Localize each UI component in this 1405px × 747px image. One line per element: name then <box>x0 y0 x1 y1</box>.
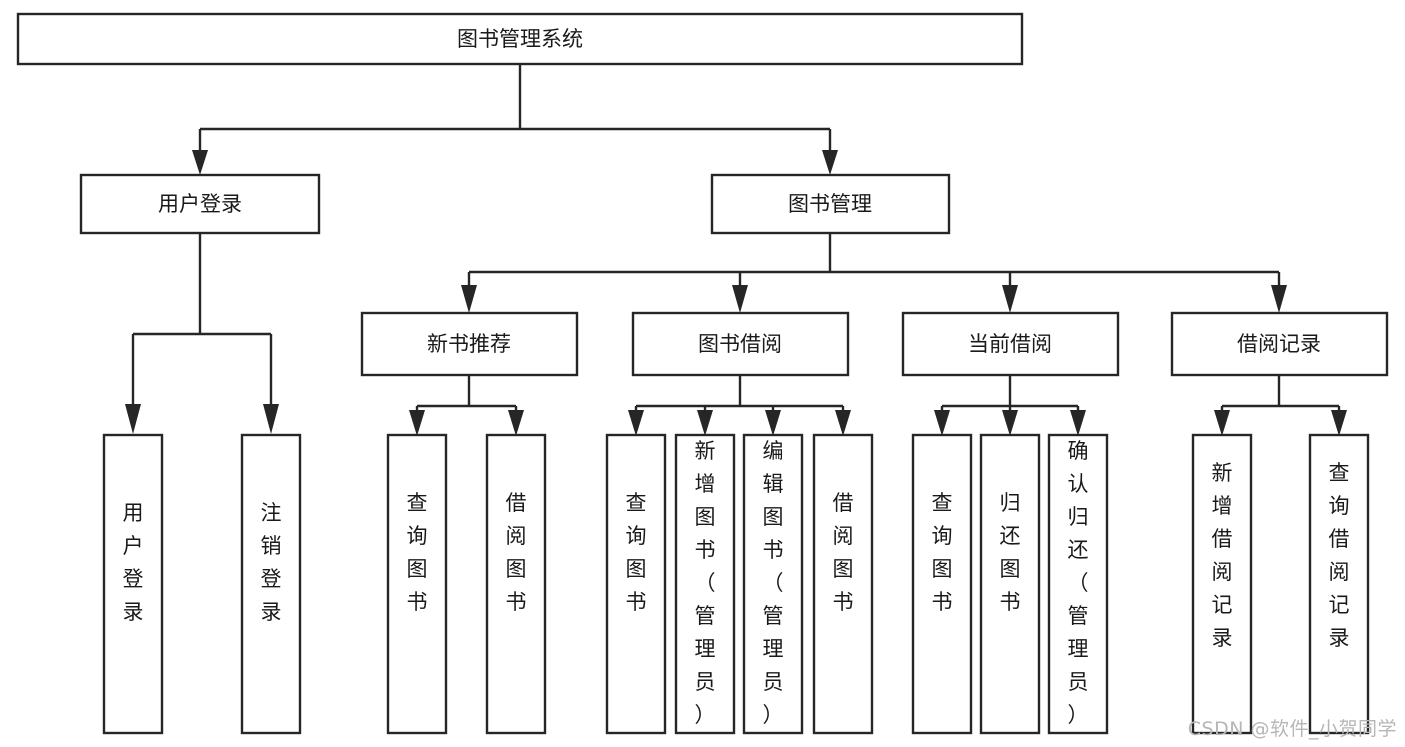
leaf-borrow-borrow-book-box[interactable] <box>812 433 874 735</box>
leaf-record-query-record[interactable]: 查询借阅记录 <box>1308 433 1370 735</box>
csdn-watermark: CSDN @软件_小贺同学 <box>1187 718 1397 740</box>
node-current-borrow-label: 当前借阅 <box>968 332 1052 356</box>
leaf-borrow-query-book-label: 查询图书 <box>626 491 647 614</box>
node-book-management-label: 图书管理 <box>788 192 872 216</box>
arrow-head-recommend-query-book <box>409 410 425 436</box>
node-borrow-record-label: 借阅记录 <box>1237 332 1321 356</box>
leaf-recommend-query-book-box[interactable] <box>386 433 448 735</box>
leaf-recommend-query-book[interactable]: 查询图书 <box>386 433 448 735</box>
leaf-borrow-edit-book[interactable]: 编辑图书（管理员） <box>742 433 804 735</box>
leaf-current-return-book[interactable]: 归还图书 <box>979 433 1041 735</box>
leaf-current-return-book-box[interactable] <box>979 433 1041 735</box>
leaf-borrow-add-book[interactable]: 新增图书（管理员） <box>674 433 736 735</box>
leaf-borrow-borrow-book[interactable]: 借阅图书 <box>812 433 874 735</box>
leaf-borrow-edit-book-box[interactable] <box>742 433 804 735</box>
arrow-head-borrow-add-book <box>697 410 713 436</box>
node-root-box[interactable] <box>16 12 1024 66</box>
arrow-head-borrow-borrow-book <box>835 410 851 436</box>
arrow-head-current-query-book <box>934 410 950 436</box>
leaf-current-query-book-box[interactable] <box>911 433 973 735</box>
leaf-login-user-login-box[interactable] <box>102 433 164 735</box>
arrow-head-borrow-edit-book <box>765 410 781 436</box>
arrow-head-login-user-login <box>125 404 141 434</box>
node-borrow-record[interactable]: 借阅记录 <box>1170 311 1389 377</box>
arrow-head-book-borrow <box>732 285 748 313</box>
leaf-record-add-record-box[interactable] <box>1191 433 1253 735</box>
arrow-head-current-confirm-return <box>1070 410 1086 436</box>
node-book-borrow-box[interactable] <box>631 311 850 377</box>
leaf-current-return-book-label: 归还图书 <box>1000 491 1021 614</box>
arrow-head-book-management <box>822 150 838 175</box>
node-new-book-recommend-label: 新书推荐 <box>427 332 511 356</box>
node-root-label: 图书管理系统 <box>457 27 583 51</box>
leaf-login-user-login-label: 用户登录 <box>123 501 144 624</box>
arrow-head-recommend-borrow-book <box>508 410 524 436</box>
node-new-book-recommend[interactable]: 新书推荐 <box>360 311 579 377</box>
leaf-recommend-borrow-book-label: 借阅图书 <box>506 491 527 614</box>
node-current-borrow-box[interactable] <box>901 311 1120 377</box>
arrow-head-record-query-record <box>1331 410 1347 436</box>
node-book-borrow-label: 图书借阅 <box>698 332 782 356</box>
leaf-borrow-query-book[interactable]: 查询图书 <box>605 433 667 735</box>
leaf-current-confirm-return[interactable]: 确认归还（管理员） <box>1047 433 1109 735</box>
leaf-login-user-login[interactable]: 用户登录 <box>102 433 164 735</box>
arrow-head-current-return-book <box>1002 410 1018 436</box>
leaf-current-confirm-return-box[interactable] <box>1047 433 1109 735</box>
leaf-record-add-record[interactable]: 新增借阅记录 <box>1191 433 1253 735</box>
leaf-current-query-book-label: 查询图书 <box>932 491 953 614</box>
arrow-head-new-book-recommend <box>461 285 477 313</box>
leaf-login-logout-label: 注销登录 <box>261 501 282 624</box>
node-user-login-label: 用户登录 <box>158 192 242 216</box>
leaf-borrow-add-book-label: 新增图书（管理员） <box>695 439 716 727</box>
leaf-login-logout[interactable]: 注销登录 <box>240 433 302 735</box>
arrow-head-borrow-record <box>1271 285 1287 313</box>
leaf-current-query-book[interactable]: 查询图书 <box>911 433 973 735</box>
arrow-head-user-login <box>192 150 208 175</box>
arrow-head-current-borrow <box>1002 285 1018 313</box>
leaf-borrow-edit-book-label: 编辑图书（管理员） <box>763 439 784 727</box>
leaf-record-query-record-label: 查询借阅记录 <box>1329 461 1350 650</box>
node-new-book-recommend-box[interactable] <box>360 311 579 377</box>
arrow-head-record-add-record <box>1214 410 1230 436</box>
leaf-current-confirm-return-label: 确认归还（管理员） <box>1068 439 1089 727</box>
node-current-borrow[interactable]: 当前借阅 <box>901 311 1120 377</box>
leaf-recommend-query-book-label: 查询图书 <box>407 491 428 614</box>
node-user-login-box[interactable] <box>79 173 321 235</box>
node-book-management[interactable]: 图书管理 <box>710 173 951 235</box>
leaf-recommend-borrow-book-box[interactable] <box>485 433 547 735</box>
leaf-recommend-borrow-book[interactable]: 借阅图书 <box>485 433 547 735</box>
node-user-login[interactable]: 用户登录 <box>79 173 321 235</box>
arrow-head-borrow-query-book <box>628 410 644 436</box>
leaf-login-logout-box[interactable] <box>240 433 302 735</box>
arrow-head-login-logout <box>263 404 279 434</box>
connector-layer <box>125 64 1347 436</box>
node-book-borrow[interactable]: 图书借阅 <box>631 311 850 377</box>
leaf-borrow-query-book-box[interactable] <box>605 433 667 735</box>
leaf-borrow-add-book-box[interactable] <box>674 433 736 735</box>
leaf-record-add-record-label: 新增借阅记录 <box>1212 461 1233 650</box>
leaf-borrow-borrow-book-label: 借阅图书 <box>833 491 854 614</box>
node-book-management-box[interactable] <box>710 173 951 235</box>
node-borrow-record-box[interactable] <box>1170 311 1389 377</box>
leaf-record-query-record-box[interactable] <box>1308 433 1370 735</box>
node-root[interactable]: 图书管理系统 <box>16 12 1024 66</box>
